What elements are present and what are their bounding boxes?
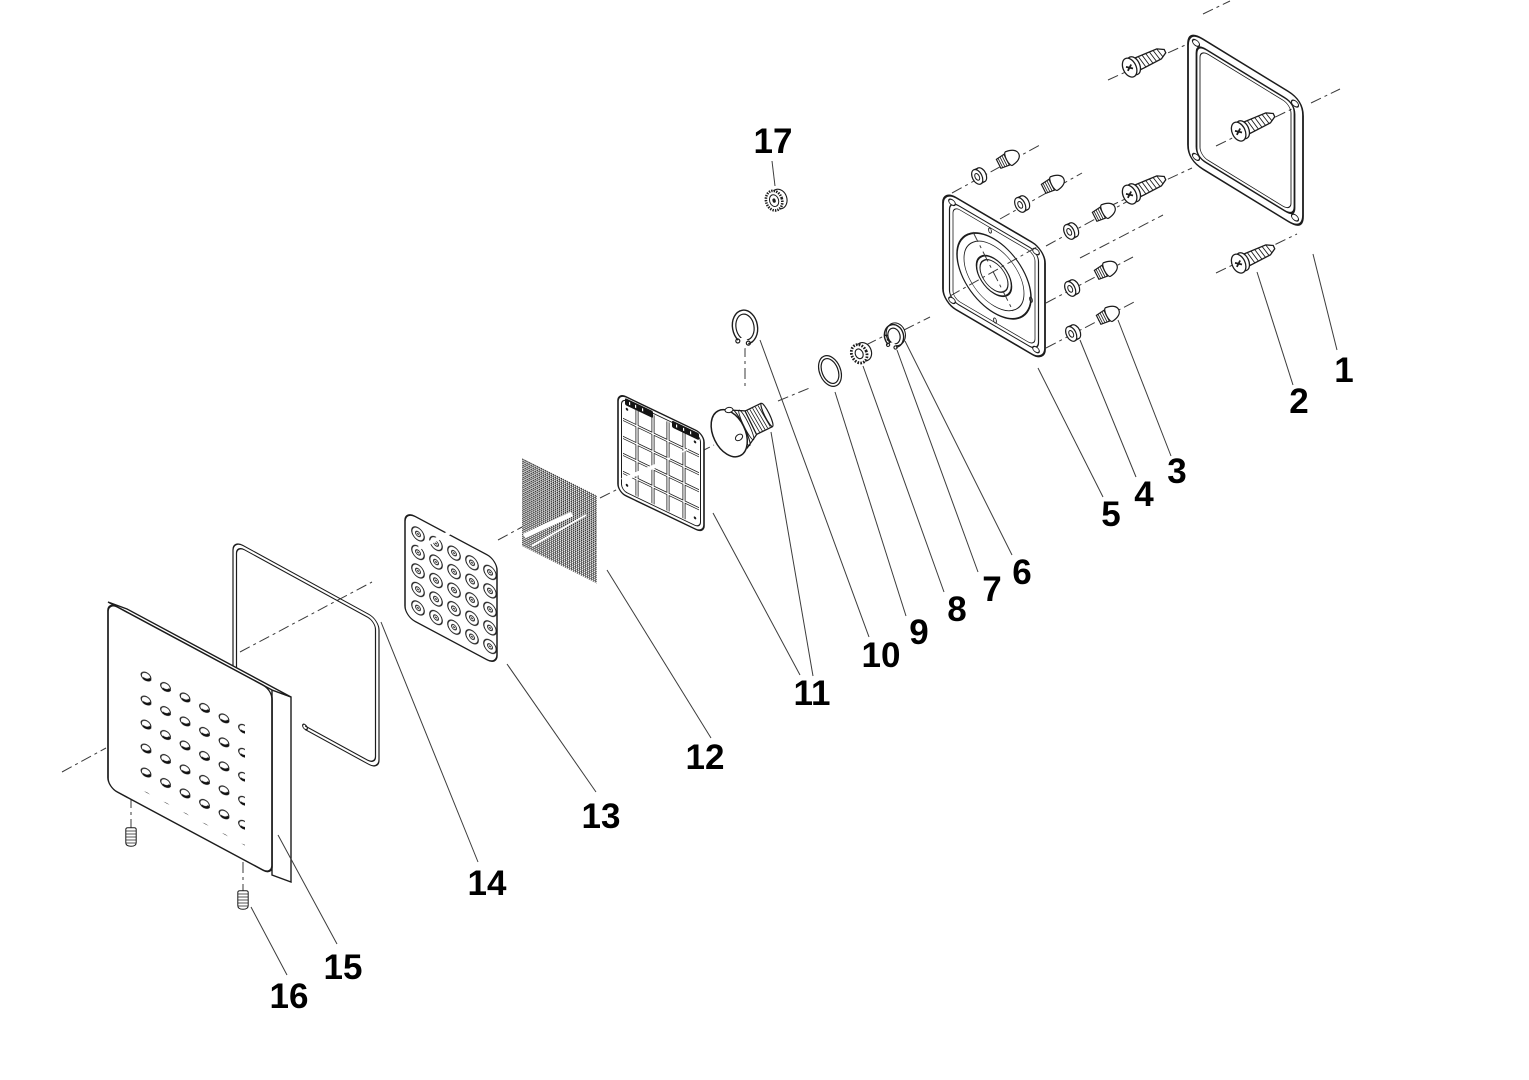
- callout-labels: 1 2 3 4 5 6 7 8 9 10 11 12 13 14 15 16 1…: [270, 122, 1354, 1016]
- boss-axis-cross: [949, 231, 1038, 312]
- callout-label-2: 2: [1289, 382, 1308, 421]
- part-flow-disc: [849, 341, 873, 365]
- part-o-ring: [817, 355, 843, 387]
- callout-label-1: 1: [1334, 351, 1353, 390]
- part-valve-body: [710, 402, 774, 458]
- callout-label-14: 14: [468, 864, 507, 903]
- callout-label-9: 9: [909, 613, 928, 652]
- callout-label-3: 3: [1167, 452, 1186, 491]
- callout-label-6: 6: [1012, 553, 1031, 592]
- callout-label-4: 4: [1134, 475, 1154, 514]
- callout-label-7: 7: [982, 570, 1001, 609]
- callout-label-17: 17: [754, 122, 793, 161]
- highlight-streaks: [418, 448, 689, 550]
- part-housing: [942, 194, 1046, 358]
- callout-label-16: 16: [270, 977, 309, 1016]
- part-retaining-ring-and-seal: [883, 322, 906, 352]
- leader-lines: [250, 160, 1338, 976]
- callout-label-15: 15: [324, 948, 363, 987]
- callout-label-13: 13: [582, 797, 621, 836]
- part-snap-ring: [731, 309, 759, 349]
- part-nozzle-plate: [404, 514, 499, 662]
- callout-label-8: 8: [947, 590, 966, 629]
- part-knurled-cap: [764, 188, 788, 212]
- callout-label-5: 5: [1101, 495, 1120, 534]
- part-face-plate: [107, 601, 292, 884]
- callout-label-10: 10: [862, 636, 901, 675]
- callout-label-12: 12: [686, 738, 725, 777]
- callout-label-11: 11: [794, 674, 831, 713]
- center-axis-lines: [61, 0, 1341, 891]
- part-mounting-frame: [1187, 34, 1304, 226]
